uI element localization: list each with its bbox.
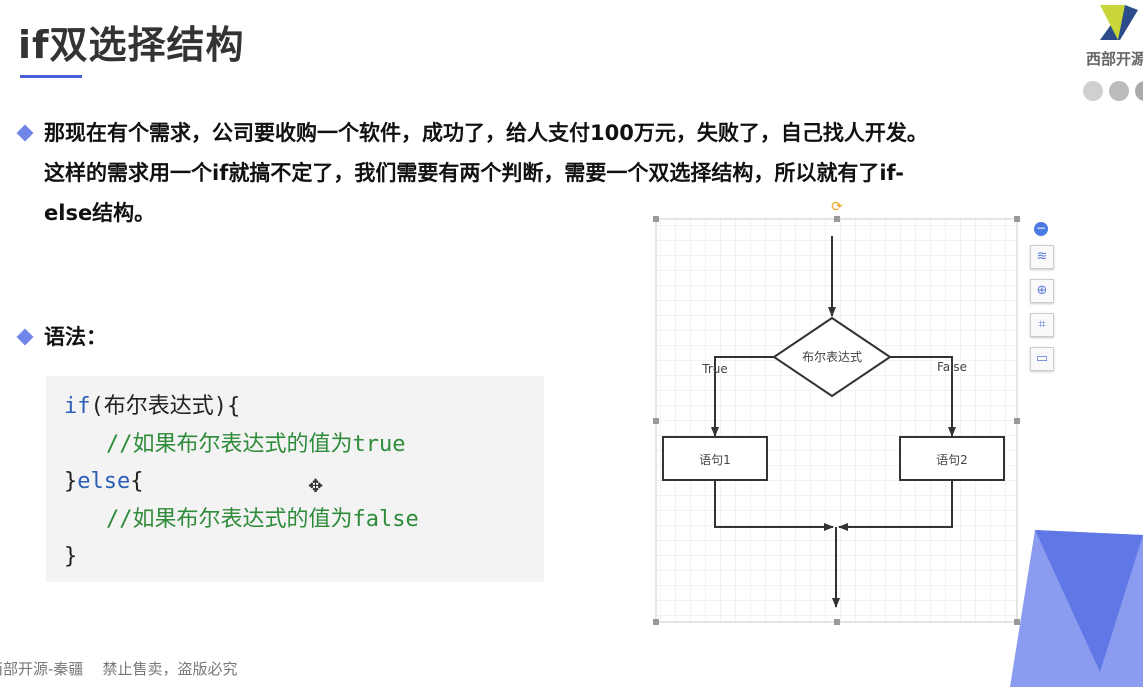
- selection-handles: [653, 216, 1020, 625]
- page-title: if双选择结构: [18, 23, 245, 67]
- title-underline: [20, 75, 82, 78]
- move-cursor-icon: ✥: [308, 476, 324, 497]
- rotate-handle-icon: ⟳: [831, 199, 843, 215]
- syntax-heading: 语法：: [44, 325, 107, 349]
- logo-icon: [1100, 5, 1125, 40]
- paragraph-line: 这样的需求用一个if就搞不定了，我们需要有两个判断，需要一个双选择结构，所以就有…: [44, 161, 905, 185]
- zoom-in-icon[interactable]: ⊕: [1030, 279, 1054, 303]
- layers-icon[interactable]: ≋: [1030, 245, 1054, 269]
- page-dot: [1109, 81, 1129, 101]
- stmt2-label: 语句2: [936, 453, 968, 467]
- condition-label: 布尔表达式: [802, 349, 862, 364]
- code-text: }: [64, 469, 78, 494]
- logo-text: 西部开源: [1086, 50, 1143, 68]
- code-text: (布尔表达式){: [90, 394, 241, 419]
- footer-text: 西部开源-秦疆 禁止售卖，盗版必究: [0, 660, 238, 678]
- frame-icon[interactable]: ▭: [1030, 347, 1054, 371]
- stmt2-box: [899, 436, 1005, 481]
- false-label: False: [937, 360, 967, 374]
- code-keyword: else: [77, 469, 131, 494]
- code-keyword: if: [64, 394, 91, 419]
- condition-diamond: [772, 316, 892, 398]
- page-dot: [1083, 81, 1103, 101]
- code-block: if(布尔表达式){ //如果布尔表达式的值为true }else{ //如果布…: [46, 376, 544, 582]
- collapse-icon[interactable]: −: [1034, 221, 1048, 236]
- code-text: {: [130, 469, 144, 494]
- arrow-merge-right: [838, 480, 953, 531]
- decor-shape: [1035, 530, 1143, 672]
- true-label: True: [701, 362, 728, 376]
- crop-icon[interactable]: ⌗: [1030, 313, 1054, 337]
- code-comment: //如果布尔表达式的值为true: [106, 431, 406, 457]
- code-comment: //如果布尔表达式的值为false: [106, 506, 419, 532]
- code-text: }: [64, 544, 78, 569]
- page-dot: [1135, 81, 1143, 101]
- arrow-merge-left: [714, 480, 834, 531]
- paragraph-line: 那现在有个需求，公司要收购一个软件，成功了，给人支付100万元，失败了，自己找人…: [44, 121, 928, 145]
- paragraph-line: else结构。: [44, 201, 156, 225]
- arrow-true: [711, 356, 774, 437]
- stmt1-label: 语句1: [699, 453, 731, 467]
- stmt1-box: [662, 436, 768, 481]
- arrow-false: [890, 356, 956, 437]
